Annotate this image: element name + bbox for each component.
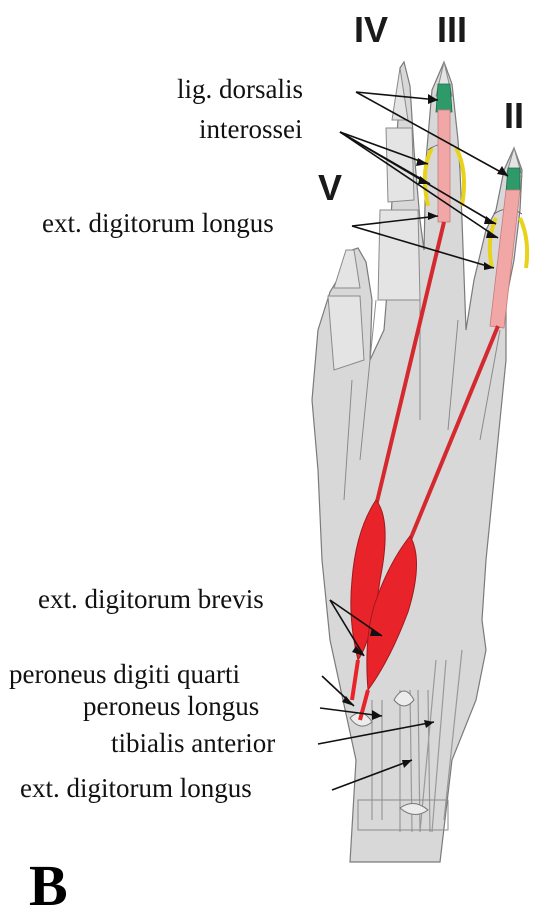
label-edl-top: ext. digitorum longus <box>42 208 274 238</box>
digit-label-iii: III <box>437 9 467 50</box>
digit-v-middle <box>328 296 364 370</box>
foot-outline <box>312 62 522 862</box>
digit-label-ii: II <box>504 95 524 136</box>
label-tibialis-anterior: tibialis anterior <box>111 728 275 758</box>
lig-dorsalis-iii <box>436 84 452 112</box>
label-peroneus-longus: peroneus longus <box>83 691 259 721</box>
label-interossei: interossei <box>199 114 302 144</box>
label-lig-dorsalis: lig. dorsalis <box>177 74 303 104</box>
panel-label: B <box>29 853 68 912</box>
label-peroneus-digiti-quarti: peroneus digiti quarti <box>9 659 240 689</box>
digit-label-v: V <box>318 167 342 208</box>
label-edl-bottom: ext. digitorum longus <box>20 773 252 803</box>
digit-iv-proximal <box>378 210 420 300</box>
lig-dorsalis-ii <box>506 168 520 192</box>
digit-label-iv: IV <box>354 9 388 50</box>
label-edb: ext. digitorum brevis <box>38 584 264 614</box>
